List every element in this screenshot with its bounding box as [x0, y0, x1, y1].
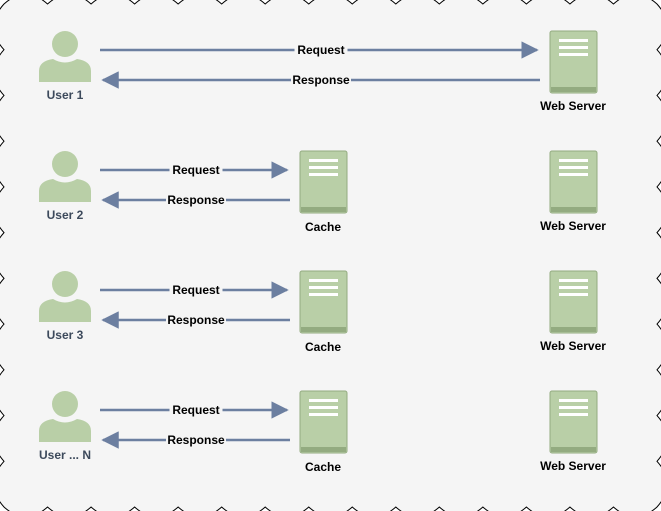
server-base — [301, 447, 346, 452]
user-head — [52, 151, 78, 177]
web-server-label: Web Server — [540, 339, 606, 353]
user-head — [52, 31, 78, 57]
user-label: User 2 — [47, 208, 84, 222]
user-body — [39, 419, 91, 442]
cache-label: Cache — [305, 460, 341, 474]
user-icon — [39, 391, 91, 442]
response-label-bg — [166, 314, 226, 327]
web-server-icon — [549, 270, 598, 334]
user-label: User 3 — [47, 328, 84, 342]
response-label-bg — [166, 194, 226, 207]
request-label-bg — [169, 284, 223, 297]
server-base — [301, 207, 346, 212]
server-slot-line — [559, 46, 588, 49]
request-label: Request — [172, 403, 219, 417]
server-slot-line — [309, 166, 338, 169]
request-label-bg — [169, 404, 223, 417]
web-server-label: Web Server — [540, 219, 606, 233]
web-server-label: Web Server — [540, 459, 606, 473]
cache-server-icon — [299, 150, 348, 214]
server-base — [551, 207, 596, 212]
server-slot-line — [559, 159, 588, 162]
server-slot-line — [309, 159, 338, 162]
server-slot-line — [559, 413, 588, 416]
cache-label: Cache — [305, 220, 341, 234]
server-slot-line — [559, 279, 588, 282]
server-slot-line — [559, 166, 588, 169]
request-label: Request — [172, 163, 219, 177]
user-body — [39, 59, 91, 82]
user-label: User ... N — [39, 448, 91, 462]
web-server-icon — [549, 150, 598, 214]
request-label: Request — [297, 43, 344, 57]
server-slot-line — [559, 406, 588, 409]
server-slot-line — [309, 406, 338, 409]
server-slot-line — [559, 286, 588, 289]
request-label-bg — [294, 44, 348, 57]
response-label-bg — [166, 434, 226, 447]
server-slot-line — [309, 293, 338, 296]
user-body — [39, 179, 91, 202]
cache-server-icon — [299, 390, 348, 454]
response-label: Response — [167, 193, 225, 207]
server-slot-line — [309, 399, 338, 402]
user-head — [52, 391, 78, 417]
server-base — [301, 327, 346, 332]
response-label-bg — [291, 74, 351, 87]
server-slot-line — [559, 399, 588, 402]
request-label: Request — [172, 283, 219, 297]
server-base — [551, 327, 596, 332]
server-base — [551, 87, 596, 92]
server-base — [551, 447, 596, 452]
web-server-label: Web Server — [540, 99, 606, 113]
server-slot-line — [309, 279, 338, 282]
server-slot-line — [309, 173, 338, 176]
user-head — [52, 271, 78, 297]
user-body — [39, 299, 91, 322]
response-label: Response — [167, 313, 225, 327]
server-slot-line — [559, 53, 588, 56]
server-slot-line — [309, 413, 338, 416]
web-server-icon — [549, 390, 598, 454]
web-server-icon — [549, 30, 598, 94]
user-icon — [39, 31, 91, 82]
user-icon — [39, 151, 91, 202]
response-label: Response — [292, 73, 350, 87]
server-slot-line — [559, 39, 588, 42]
server-slot-line — [559, 173, 588, 176]
cache-server-icon — [299, 270, 348, 334]
user-icon — [39, 271, 91, 322]
request-label-bg — [169, 164, 223, 177]
cache-label: Cache — [305, 340, 341, 354]
user-label: User 1 — [47, 88, 84, 102]
server-slot-line — [559, 293, 588, 296]
response-label: Response — [167, 433, 225, 447]
server-slot-line — [309, 286, 338, 289]
